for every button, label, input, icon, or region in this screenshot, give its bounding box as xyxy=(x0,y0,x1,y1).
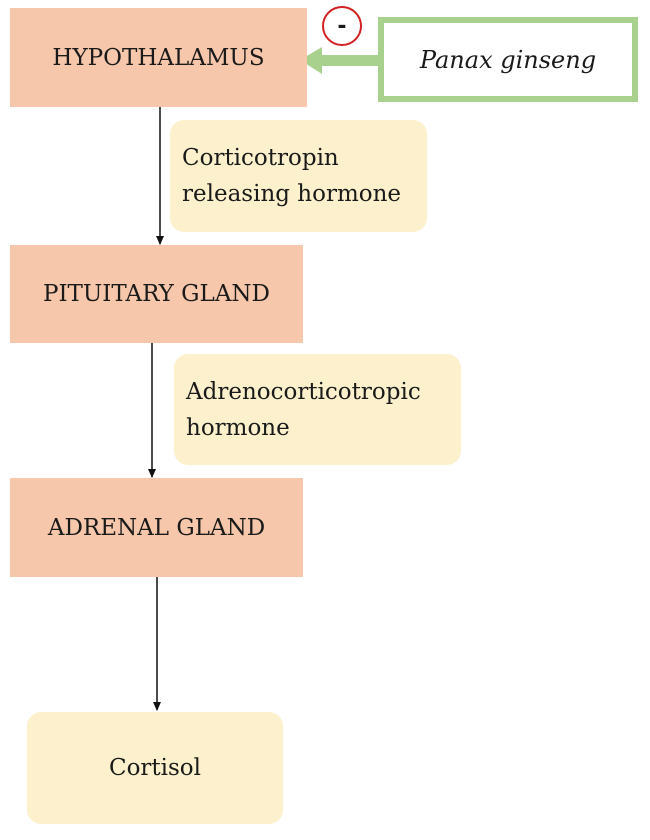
inhibition-minus-icon: - xyxy=(322,6,362,46)
pituitary-label: PITUITARY GLAND xyxy=(43,281,270,307)
minus-symbol: - xyxy=(337,13,347,39)
acth-label-line2: hormone xyxy=(186,414,290,441)
crh-label-line2: releasing hormone xyxy=(182,181,402,207)
adrenal-node: ADRENAL GLAND xyxy=(10,478,303,577)
cortisol-node: Cortisol xyxy=(27,712,283,824)
hypothalamus-label: HYPOTHALAMUS xyxy=(52,44,265,71)
crh-node: Corticotropin releasing hormone xyxy=(170,120,427,232)
hypothalamus-node: HYPOTHALAMUS xyxy=(10,8,307,107)
panax-ginseng-node: Panax ginseng xyxy=(378,17,638,102)
pituitary-node: PITUITARY GLAND xyxy=(10,245,303,343)
cortisol-label: Cortisol xyxy=(108,755,202,781)
panax-ginseng-label: Panax ginseng xyxy=(419,45,597,74)
inhibition-arrow xyxy=(300,47,380,74)
acth-node: Adrenocorticotropic hormone xyxy=(174,354,461,465)
acth-label-line1: Adrenocorticotropic xyxy=(186,378,421,405)
adrenal-label: ADRENAL GLAND xyxy=(47,514,266,541)
crh-label-line1: Corticotropin xyxy=(182,145,339,171)
